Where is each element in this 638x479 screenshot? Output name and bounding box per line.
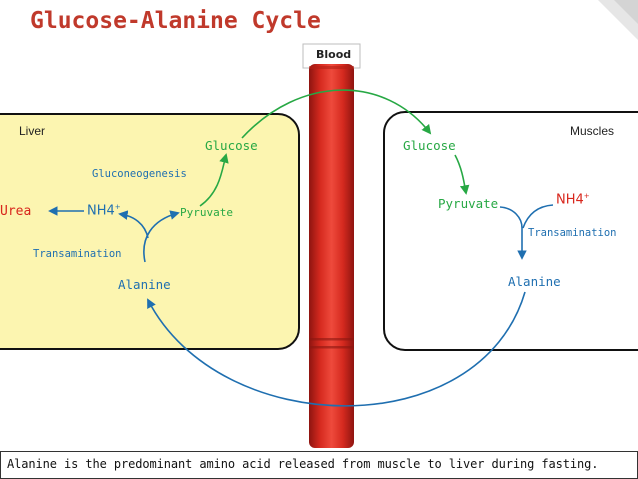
glucose-transport-arrow — [241, 89, 432, 139]
urea-label: Urea — [0, 204, 32, 219]
liver-nh4-label: NH4+ — [87, 203, 121, 219]
liver-glucose-label: Glucose — [205, 138, 258, 153]
muscle-nh4-arrow — [522, 204, 554, 229]
gluconeogenesis-label: Gluconeogenesis — [92, 168, 187, 180]
blood-label: Blood — [316, 48, 352, 61]
muscle-nh4-label: NH4+ — [556, 192, 590, 208]
liver-title: Liver — [19, 124, 46, 138]
liver-nh4-arrow — [118, 210, 149, 239]
liver-alanine-label: Alanine — [118, 277, 171, 292]
footer-note: Alanine is the predominant amino acid re… — [0, 451, 638, 479]
muscle-pyruvate-arrow — [499, 206, 523, 229]
liver-transamination-arrow — [143, 210, 180, 263]
glycolysis-arrow — [454, 154, 470, 195]
muscle-pyruvate-label: Pyruvate — [438, 196, 499, 211]
liver-transamination-label: Transamination — [33, 248, 122, 260]
muscle-glucose-label: Glucose — [403, 138, 456, 153]
muscle-transamination-label: Transamination — [528, 227, 617, 239]
alanine-transport-arrow — [147, 291, 526, 407]
muscles-title: Muscles — [570, 124, 615, 138]
muscle-alanine-label: Alanine — [508, 274, 561, 289]
liver-pyruvate-label: Pyruvate — [180, 206, 233, 219]
muscles-panel — [383, 111, 638, 351]
gluconeogenesis-arrow — [199, 153, 229, 207]
page-title: Glucose-Alanine Cycle — [30, 8, 321, 34]
